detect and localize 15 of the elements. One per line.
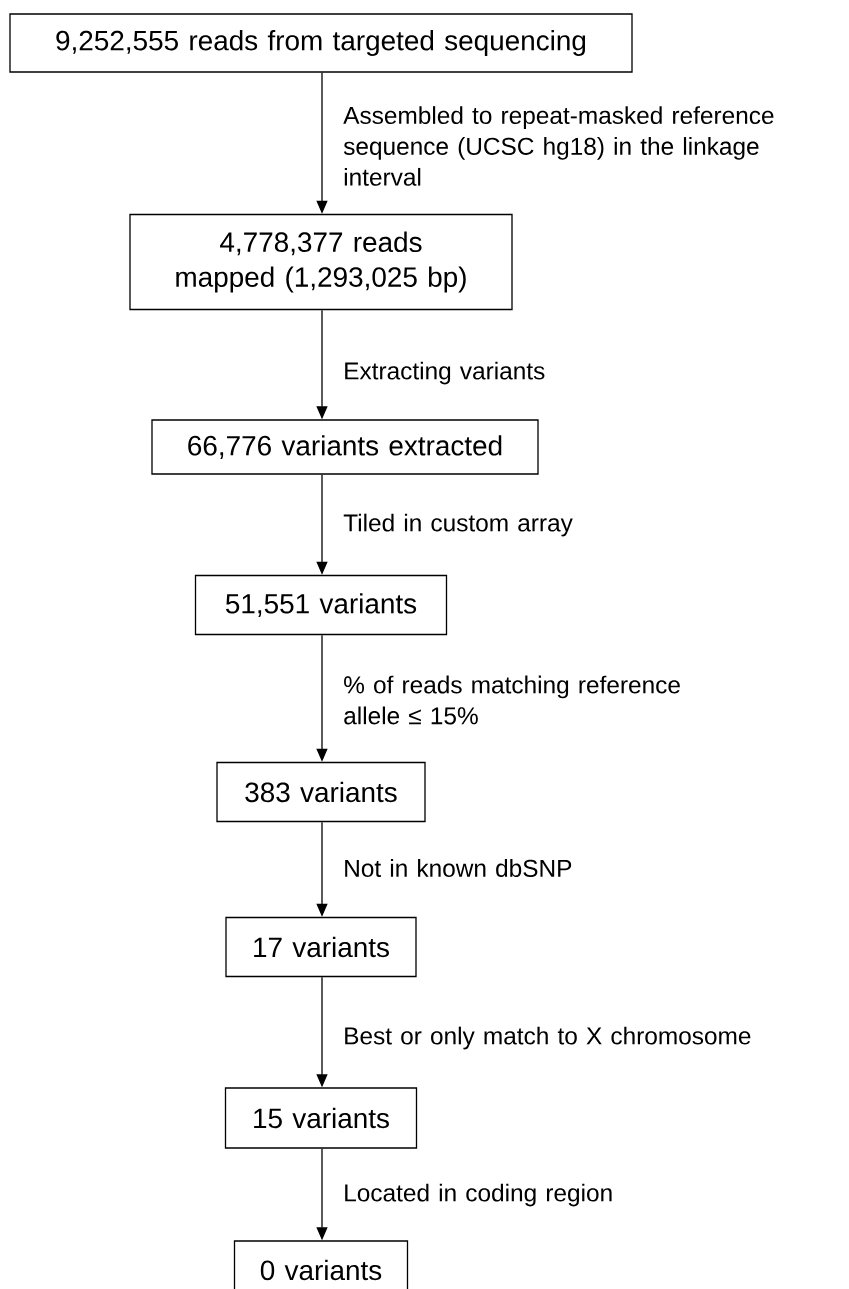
process-box: 383 variants — [216, 761, 426, 823]
edge-label: Not in known dbSNP — [345, 859, 572, 877]
process-box: 9,252,555 reads from targeted sequencing — [9, 13, 633, 73]
edge-label: Assembled to repeat-masked reference sequence (UCSC hg18) in the linkage interval — [343, 106, 774, 186]
process-box: 15 variants — [224, 1087, 418, 1149]
edge-label: Extracting variants — [345, 361, 545, 385]
process-box: 51,551 variants — [194, 574, 448, 636]
edge-label: Tiled in custom array — [343, 513, 573, 537]
edge-label: % of reads matching reference allele ≤ 15% — [344, 675, 680, 725]
process-box: 66,776 variants extracted — [151, 419, 539, 475]
edge-label: Located in coding region — [345, 1183, 612, 1207]
process-box: 17 variants — [225, 916, 417, 978]
process-box: 4,778,377 reads mapped (1,293,025 bp) — [129, 213, 513, 311]
process-box: 0 variants — [233, 1240, 409, 1289]
edge-label: Best or only match to X chromosome — [345, 1026, 751, 1050]
